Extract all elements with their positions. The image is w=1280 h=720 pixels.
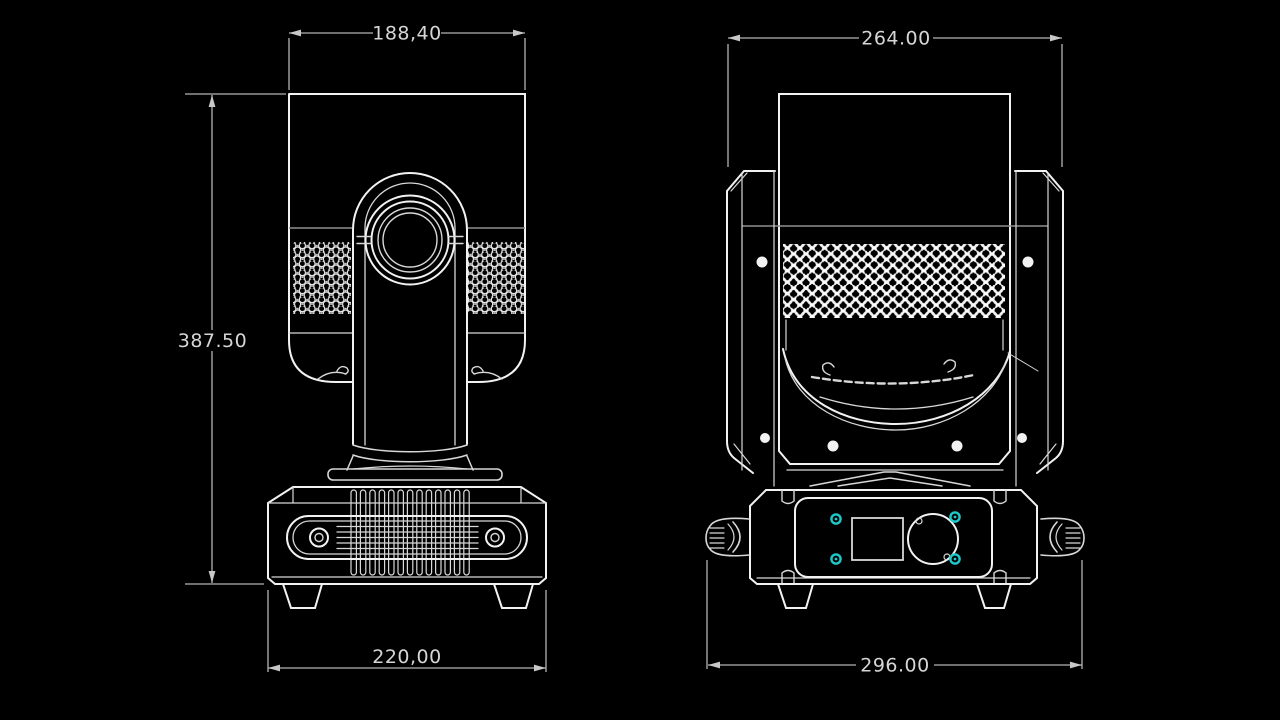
panel-screw — [830, 513, 842, 525]
side-base — [267, 486, 547, 609]
dimension-base-width-front: 296.00 — [706, 560, 1083, 677]
pan-joint-cover — [809, 471, 971, 487]
dimension-base-width-side: 220,00 — [267, 590, 547, 672]
dimension-label-yoke-width-front: 264.00 — [861, 28, 930, 50]
side-yoke-arm — [327, 172, 503, 481]
front-heatsink-texture — [783, 244, 1005, 318]
mount-tab — [781, 569, 795, 585]
latch-clip-left — [317, 365, 349, 380]
dimension-overall-height: 387.50 — [176, 93, 286, 585]
dimension-label-base-width-side: 220,00 — [372, 646, 441, 668]
arm-bolt — [756, 256, 768, 268]
front-yoke-arm-right — [1014, 170, 1064, 487]
dimension-label-overall-height: 387.50 — [178, 330, 247, 352]
arm-bolt-lower — [760, 433, 770, 443]
head-bolt-left — [827, 440, 839, 452]
dimension-head-width-side: 188,40 — [288, 22, 526, 90]
dimension-label-base-width-front: 296.00 — [860, 655, 929, 677]
side-knob-right — [1040, 517, 1085, 557]
mount-tab — [781, 489, 795, 505]
arm-bolt — [1022, 256, 1034, 268]
latch-clip-right — [471, 365, 503, 380]
front-base — [705, 489, 1085, 609]
front-head — [742, 93, 1048, 487]
handle-bolt-right — [485, 527, 505, 548]
side-knob-left — [705, 517, 750, 557]
side-handle-plate — [286, 515, 528, 560]
arm-bolt-lower — [1017, 433, 1027, 443]
control-panel — [794, 497, 993, 578]
side-head — [288, 93, 526, 383]
lens-arcs — [782, 348, 1039, 431]
mount-tab — [993, 489, 1007, 505]
turntable-plate — [327, 468, 503, 481]
mount-tab — [993, 569, 1007, 585]
dimension-yoke-width-front: 264.00 — [727, 27, 1063, 167]
head-bolt-right — [951, 440, 963, 452]
front-view — [705, 93, 1085, 609]
side-view — [267, 93, 547, 609]
front-foot-left — [776, 583, 815, 609]
dimension-label-head-width-side: 188,40 — [372, 23, 441, 45]
panel-screw — [949, 511, 961, 523]
tilt-hub — [356, 194, 464, 286]
display-screen — [851, 517, 904, 561]
side-foot-right — [492, 583, 535, 609]
front-yoke-arm-left — [726, 170, 776, 487]
panel-screw — [949, 553, 961, 565]
handle-bolt-left — [309, 527, 329, 548]
side-heatsink-texture-left — [293, 242, 351, 314]
side-heatsink-texture-right — [467, 242, 524, 314]
front-foot-right — [975, 583, 1013, 609]
panel-screw — [830, 553, 842, 565]
side-foot-left — [281, 583, 324, 609]
arm-flare — [346, 444, 474, 471]
